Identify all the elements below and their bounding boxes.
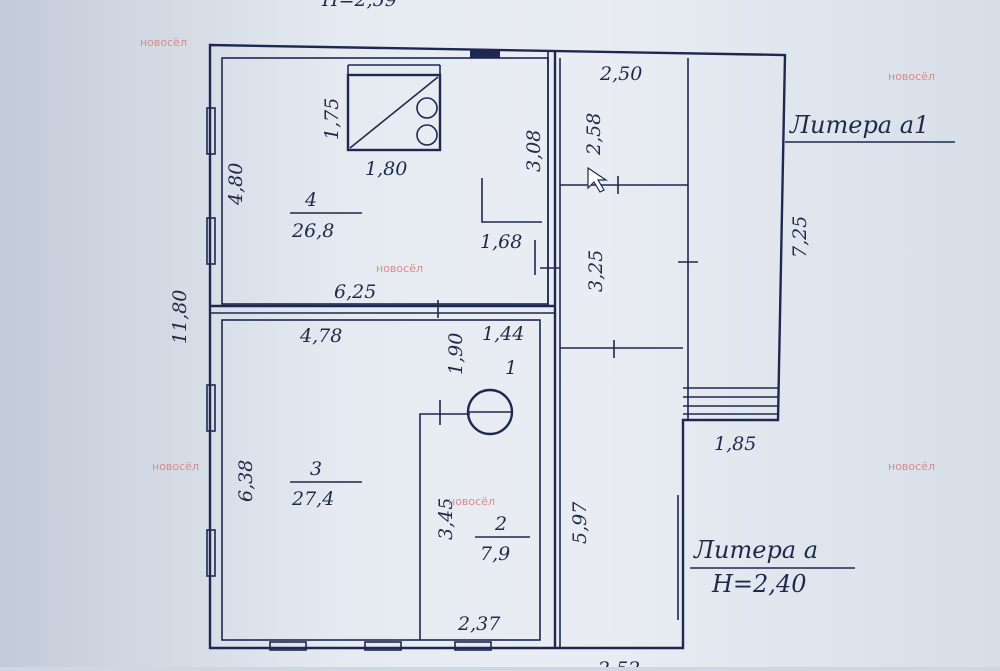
dim-4-78: 4,78 (299, 325, 342, 347)
dim-3-08: 3,08 (523, 130, 545, 172)
litera-a-label: Литера а (693, 536, 818, 564)
dim-5-97: 5,97 (569, 501, 591, 544)
room-3: 3 27,4 (290, 458, 362, 510)
litera-a1-label: Литера а1 (789, 111, 929, 139)
height-a-label: H=2,40 (711, 570, 806, 598)
dim-6-38: 6,38 (235, 460, 257, 502)
dim-1-80: 1,80 (365, 158, 407, 180)
room-1: 1 (505, 357, 517, 379)
svg-text:4: 4 (304, 189, 317, 211)
watermark: новосёл (448, 495, 495, 508)
watermark: новосёл (376, 262, 423, 275)
dim-1-44: 1,44 (482, 323, 524, 345)
watermark: новосёл (888, 70, 935, 83)
dim-2-58: 2,58 (583, 113, 605, 156)
room-2: 2 7,9 (475, 513, 530, 565)
dim-6-25: 6,25 (334, 281, 376, 303)
dim-1-75: 1,75 (321, 98, 343, 140)
bottom-partial-label: 2,52 (597, 658, 640, 667)
dim-1-68: 1,68 (480, 231, 522, 253)
svg-text:26,8: 26,8 (291, 220, 334, 242)
dim-1-85: 1,85 (714, 433, 756, 455)
svg-text:2: 2 (494, 513, 507, 535)
boiler-icon (466, 388, 514, 436)
svg-text:3: 3 (310, 458, 322, 480)
walls (206, 43, 787, 651)
svg-text:7,9: 7,9 (480, 543, 510, 565)
dim-3-45: 3,45 (435, 498, 457, 540)
watermark: новосёл (152, 460, 199, 473)
dim-3-25: 3,25 (585, 250, 607, 292)
dim-2-37: 2,37 (457, 613, 501, 635)
stove-icon (346, 64, 442, 152)
room-4: 4 26,8 (290, 189, 362, 242)
top-partial-label: H=2,59 (321, 0, 397, 11)
watermark: новосёл (888, 460, 935, 473)
watermark: новосёл (140, 36, 187, 49)
dim-4-80: 4,80 (225, 163, 247, 206)
dim-11-80: 11,80 (169, 290, 191, 344)
svg-text:27,4: 27,4 (291, 488, 334, 510)
cursor-icon (587, 166, 608, 193)
dim-1-90: 1,90 (445, 333, 467, 375)
dim-2-50: 2,50 (599, 63, 642, 85)
dim-7-25: 7,25 (789, 216, 811, 258)
